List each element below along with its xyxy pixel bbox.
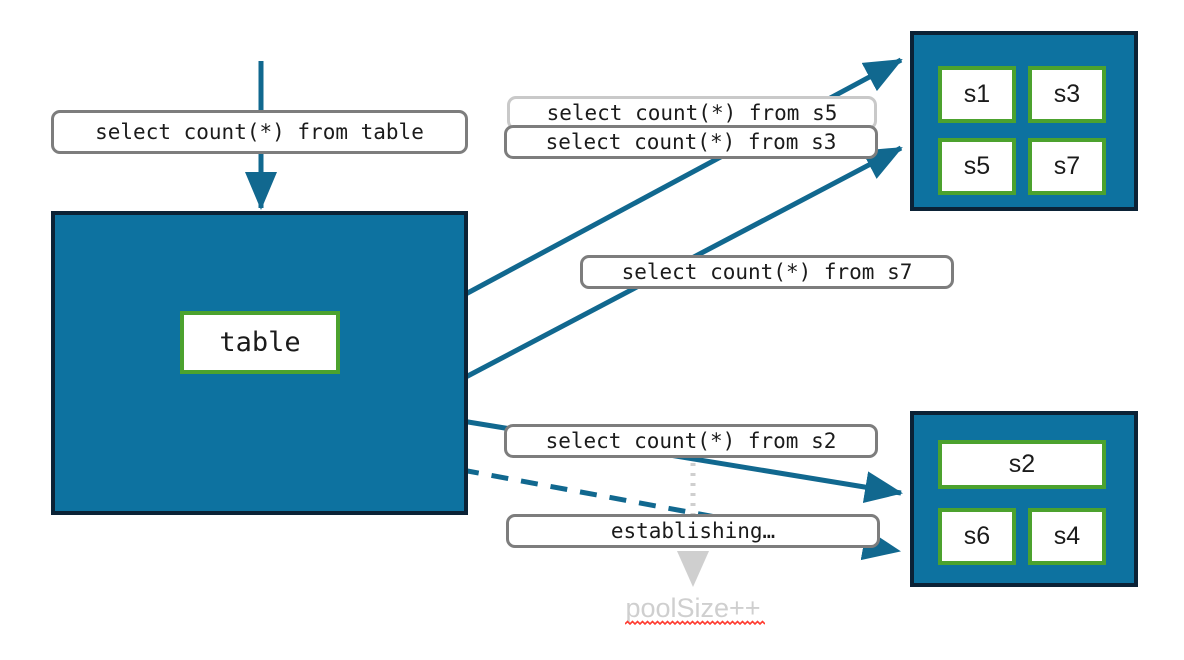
label-establishing[interactable]: establishing… xyxy=(506,514,880,548)
node-s4[interactable]: s4 xyxy=(1028,508,1106,565)
label-query-s5[interactable]: select count(*) from s5 xyxy=(507,96,877,130)
node-table[interactable]: table xyxy=(180,311,340,374)
annotation-poolsize: poolSize++ xyxy=(625,593,761,623)
label-query-s2[interactable]: select count(*) from s2 xyxy=(504,424,878,458)
node-s6[interactable]: s6 xyxy=(938,508,1016,565)
node-s3[interactable]: s3 xyxy=(1028,66,1106,123)
node-s5[interactable]: s5 xyxy=(938,138,1016,195)
label-source-query[interactable]: select count(*) from table xyxy=(51,110,468,154)
node-s2[interactable]: s2 xyxy=(938,440,1106,489)
node-s7[interactable]: s7 xyxy=(1028,138,1106,195)
label-query-s3[interactable]: select count(*) from s3 xyxy=(504,125,878,159)
node-s1[interactable]: s1 xyxy=(938,66,1016,123)
label-query-s7[interactable]: select count(*) from s7 xyxy=(580,255,954,289)
